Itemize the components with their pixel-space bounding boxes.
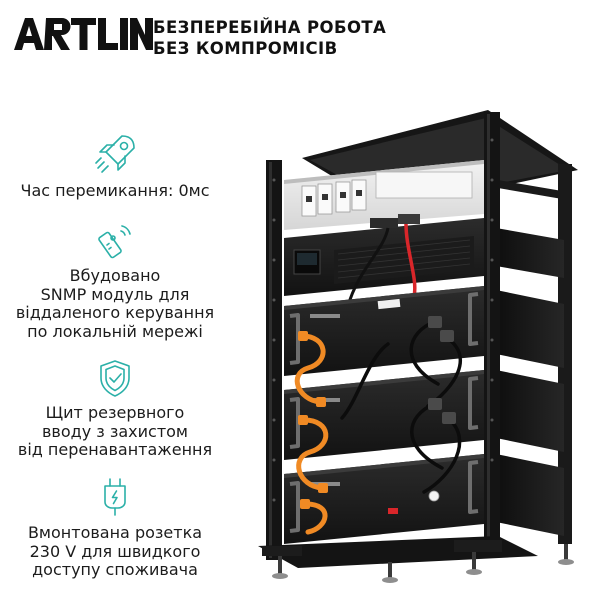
feature-text: Щит резервного вводу з захистом від пере… (17, 403, 213, 459)
shield-check-icon (100, 360, 130, 397)
feature-text: Вмонтована розетка 230 V для швидкого до… (27, 523, 203, 579)
feature-text: Вбудовано SNMP модуль для віддаленого ке… (15, 266, 215, 341)
rocket-icon (95, 135, 135, 173)
tagline-line-2: БЕЗ КОМПРОМІСІВ (153, 39, 338, 58)
feature-protection: Щит резервного вводу з захистом від пере… (0, 358, 230, 460)
feature-switch-time: Час перемикання: 0мс (0, 132, 230, 201)
tagline: БЕЗПЕРЕБІЙНА РОБОТА БЕЗ КОМПРОМІСІВ (153, 17, 386, 59)
feature-text: Час перемикання: 0мс (20, 181, 210, 200)
remote-control-icon (98, 225, 131, 259)
plug-icon (104, 478, 126, 516)
brand-logo (14, 16, 154, 52)
feature-socket: Вмонтована розетка 230 V для швидкого до… (0, 476, 230, 580)
feature-snmp: Вбудовано SNMP модуль для віддаленого ке… (0, 221, 230, 341)
tagline-line-1: БЕЗПЕРЕБІЙНА РОБОТА (153, 18, 387, 37)
product-rack-image (238, 100, 598, 586)
